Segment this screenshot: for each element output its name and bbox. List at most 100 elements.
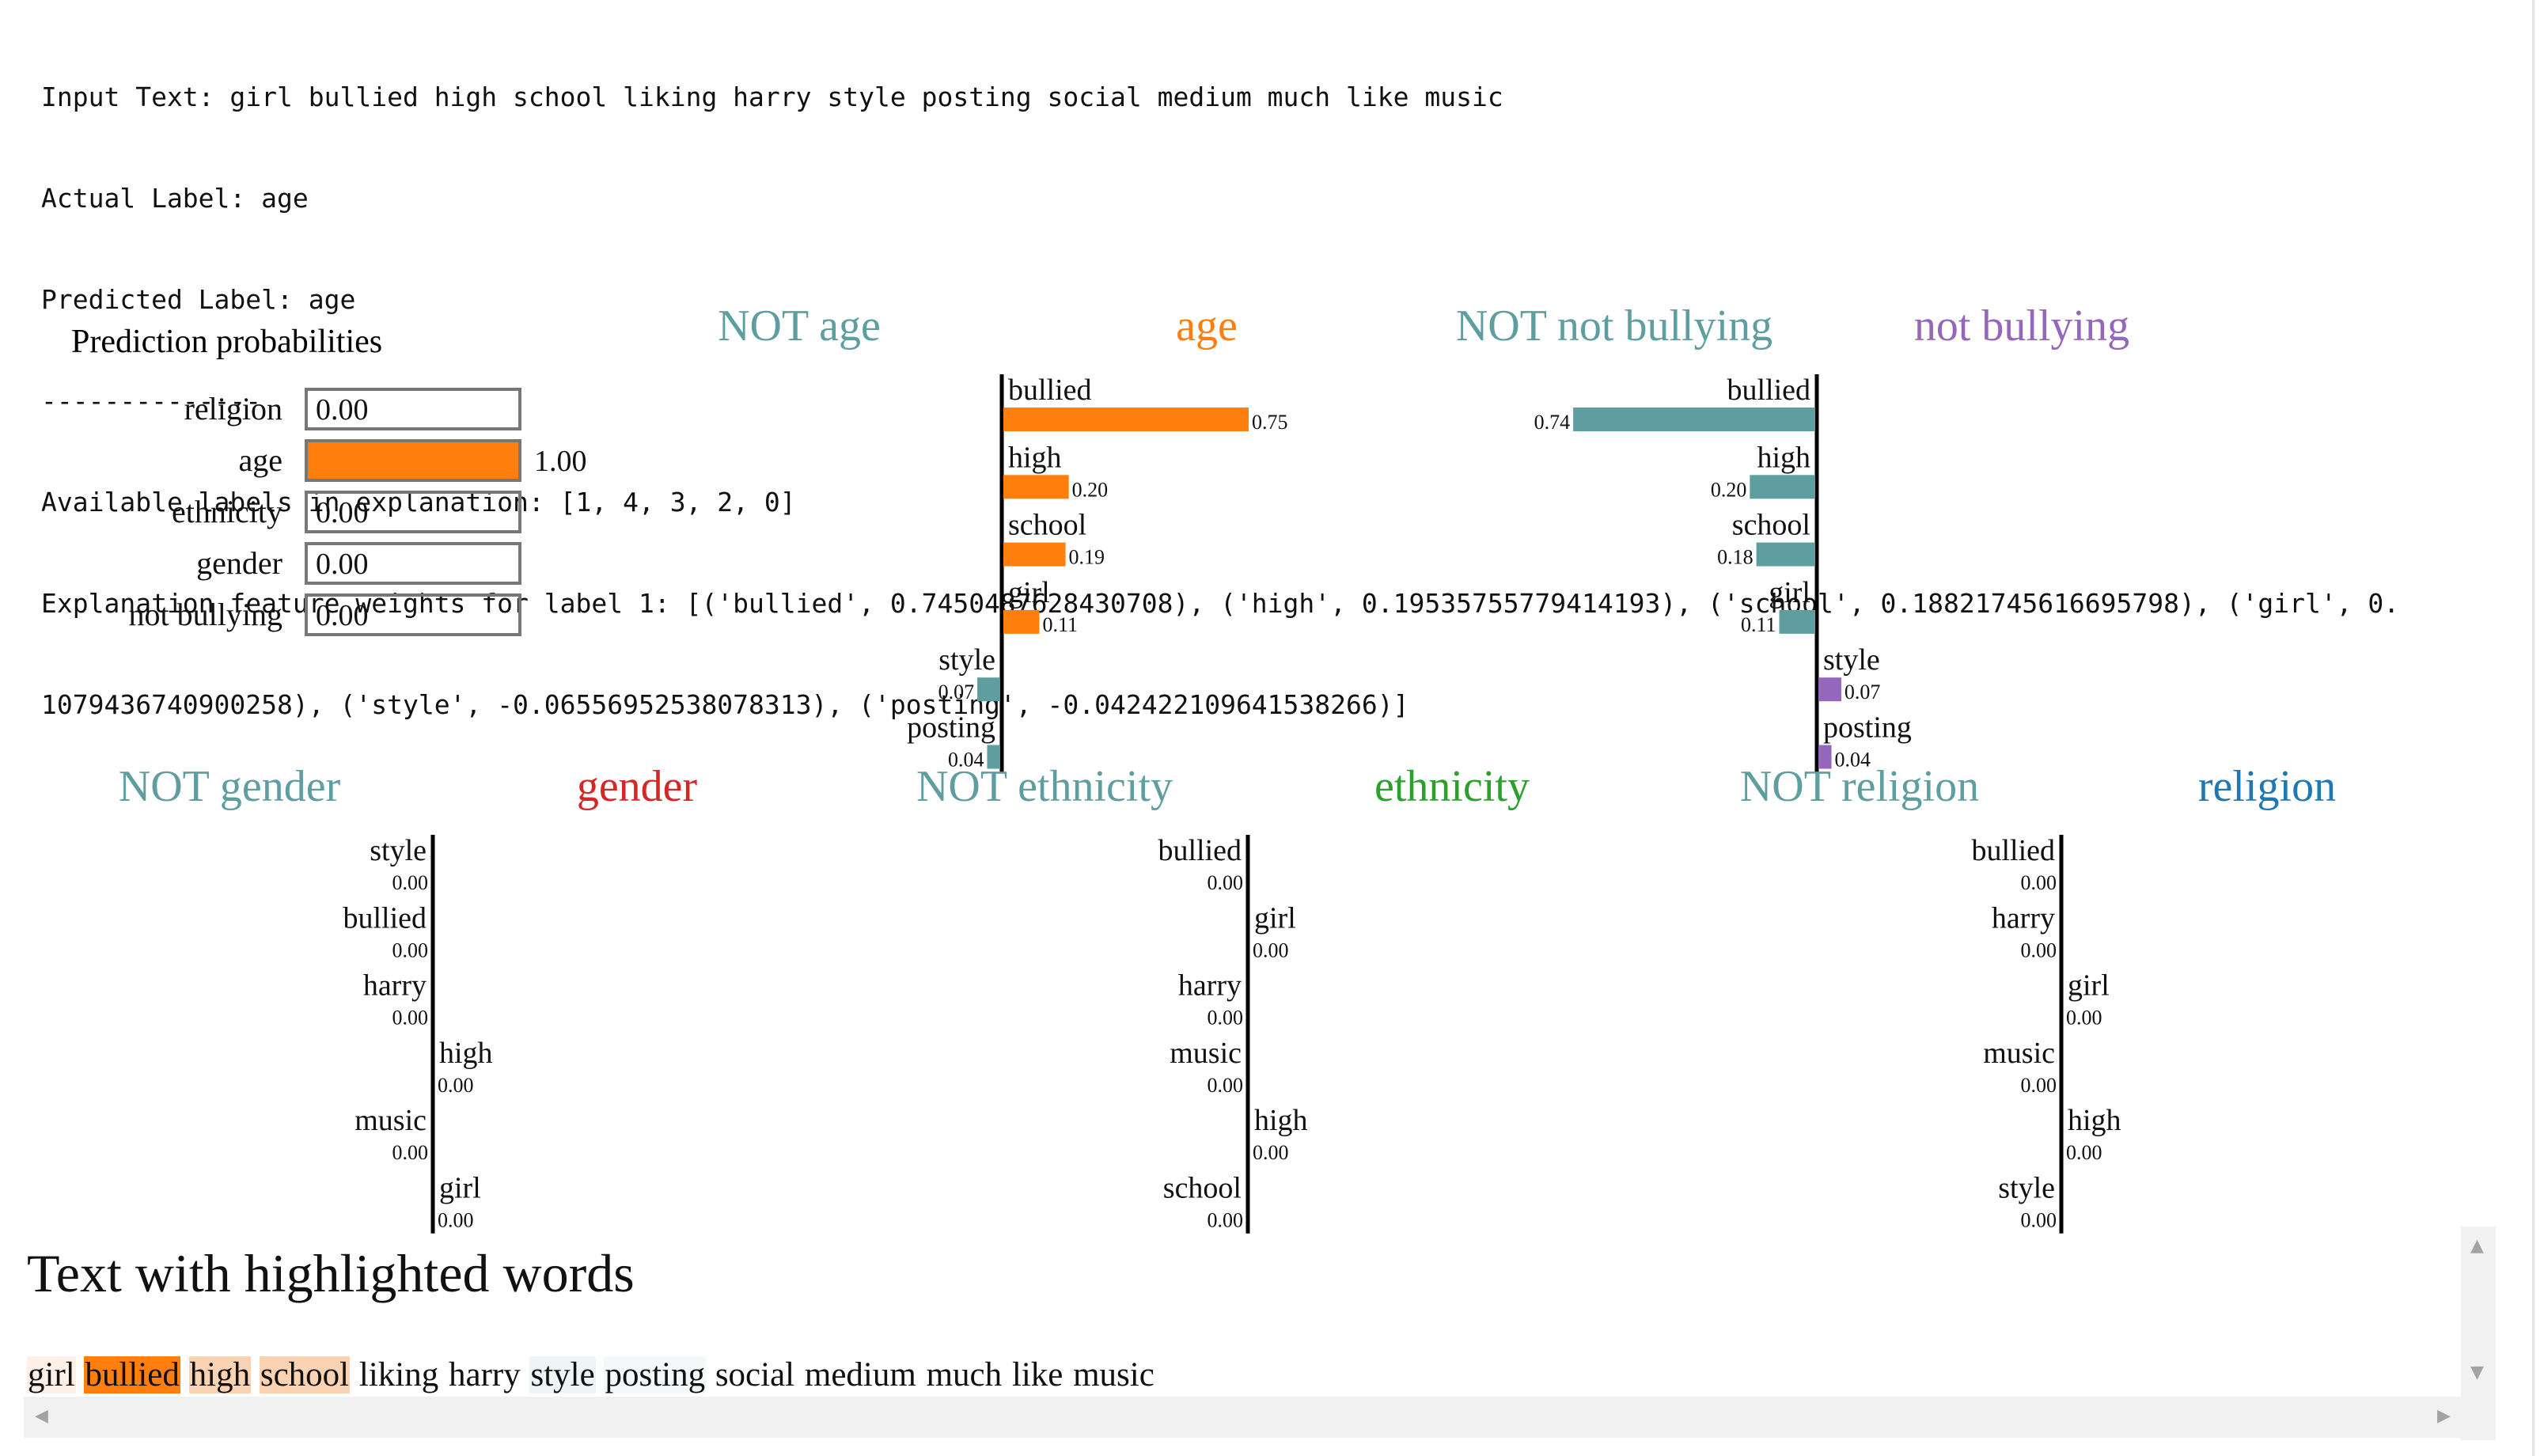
feature-bar [1756,542,1815,567]
probability-bar-frame [305,593,521,636]
probability-value-label: 0.00 [316,496,369,529]
feature-value-label: 0.19 [1069,546,1105,569]
prediction-probabilities-title: Prediction probabilities [71,324,382,360]
feature-value-label: 0.04 [1835,749,1871,772]
feature-value-label: 0.00 [1208,1209,1244,1232]
feature-label: style [1823,643,1880,677]
probability-bar-frame [305,542,521,585]
highlighted-word: bullied [84,1356,180,1393]
console-line-actual-label: Actual Label: age [41,183,309,214]
feature-label: harry [1992,901,2055,935]
highlighted-text: girl bullied high school liking harry st… [27,1353,1155,1397]
feature-bar [1573,408,1815,431]
page-edge [2532,0,2535,1456]
scroll-left-arrow-icon[interactable]: ◀ [35,1406,48,1426]
feature-label: style [938,643,995,677]
feature-value-label: 0.00 [438,1074,474,1097]
feature-label: posting [907,711,995,745]
feature-value-label: 0.00 [438,1209,474,1232]
feature-bar [987,745,1000,769]
feature-bar [1003,475,1069,499]
feature-label: music [1983,1037,2055,1070]
highlight-title: Text with highlighted words [27,1243,635,1303]
panel-positive-title: ethnicity [1374,762,1530,811]
feature-value-label: 0.00 [2066,1007,2102,1029]
feature-value-label: 0.00 [1253,1141,1289,1164]
feature-label: high [1757,441,1810,474]
probability-label: gender [196,545,282,581]
feature-value-label: 0.00 [1208,1007,1244,1029]
feature-label: school [1008,509,1086,542]
feature-value-label: 0.00 [2021,1209,2057,1232]
feature-value-label: 0.00 [1253,938,1289,961]
feature-label: posting [1823,711,1912,745]
panel-negative-title: NOT gender [119,762,341,811]
feature-value-label: 0.07 [1844,681,1881,703]
highlighted-word: style [529,1356,596,1393]
probability-label: ethnicity [172,494,282,529]
highlighted-text-section: Text with highlighted words girl bullied… [24,1242,2469,1440]
explanation-charts: Prediction probabilities religion 0.00 age 1… [71,301,2336,1234]
feature-bar [977,677,1000,702]
feature-value-label: 0.00 [392,938,429,961]
feature-value-label: 0.00 [2021,938,2057,961]
panel-positive-title: religion [2198,762,2336,811]
feature-value-label: 0.00 [1208,1074,1244,1097]
console-line-predicted-label: Predicted Label: age [41,284,356,315]
scroll-down-arrow-icon[interactable]: ▼ [2470,1363,2484,1382]
scroll-right-arrow-icon[interactable]: ▶ [2437,1406,2451,1426]
console-output: Input Text: girl bullied high school lik… [41,16,2399,787]
feature-label: style [1998,1172,2055,1205]
panel-negative-title: NOT ethnicity [916,762,1173,811]
highlighted-word: music [1073,1356,1154,1393]
feature-label: high [1008,441,1062,474]
feature-label: harry [1178,969,1242,1003]
feature-label: high [439,1037,493,1070]
feature-value-label: 0.11 [1042,613,1078,636]
feature-value-label: 0.00 [1208,871,1244,894]
highlighted-word: liking [358,1356,439,1393]
probability-label: not bullying [129,597,282,632]
feature-label: bullied [1008,373,1092,407]
panel-negative-title: NOT not bullying [1456,301,1772,351]
feature-value-label: 0.00 [2066,1141,2102,1164]
feature-label: bullied [1158,834,1242,867]
feature-bar [1779,609,1815,634]
highlighted-word: school [259,1356,351,1393]
highlighted-word: like [1011,1356,1063,1393]
horizontal-scrollbar[interactable]: ◀ ▶ [24,1397,2461,1438]
probability-bar-frame [305,388,521,430]
feature-label: high [2068,1104,2121,1137]
feature-label: music [1170,1037,1242,1070]
probability-value-label: 1.00 [534,445,587,478]
feature-label: high [1254,1104,1308,1137]
feature-bar [1818,677,1841,702]
vertical-scrollbar[interactable]: ▲ ▼ [2461,1227,2496,1440]
feature-label: girl [439,1172,481,1205]
probability-value-label: 0.00 [316,548,369,581]
console-line-input-text: Input Text: girl bullied high school lik… [41,82,1503,112]
console-line-feature-weights: Explanation feature weights for label 1:… [41,588,2400,619]
feature-bar [1818,745,1832,769]
probability-value-label: 0.00 [316,393,369,427]
feature-value-label: 0.11 [1741,613,1776,636]
panel-positive-title: age [1176,301,1238,351]
highlighted-word: harry [448,1356,521,1393]
feature-label: school [1163,1172,1242,1205]
feature-label: girl [2068,969,2110,1003]
feature-value-label: 0.74 [1534,411,1571,434]
feature-value-label: 0.00 [392,1007,429,1029]
probability-value-label: 0.00 [316,599,369,632]
probability-label: age [238,442,282,478]
feature-bar [1003,609,1040,634]
feature-value-label: 0.07 [938,681,975,703]
feature-label: school [1732,509,1810,542]
feature-label: bullied [1971,834,2055,867]
panel-positive-title: gender [577,762,698,811]
panel-positive-title: not bullying [1914,301,2129,351]
scroll-up-arrow-icon[interactable]: ▲ [2470,1236,2484,1256]
feature-value-label: 0.00 [2021,871,2057,894]
feature-value-label: 0.04 [948,749,984,772]
feature-bar [1750,475,1815,499]
